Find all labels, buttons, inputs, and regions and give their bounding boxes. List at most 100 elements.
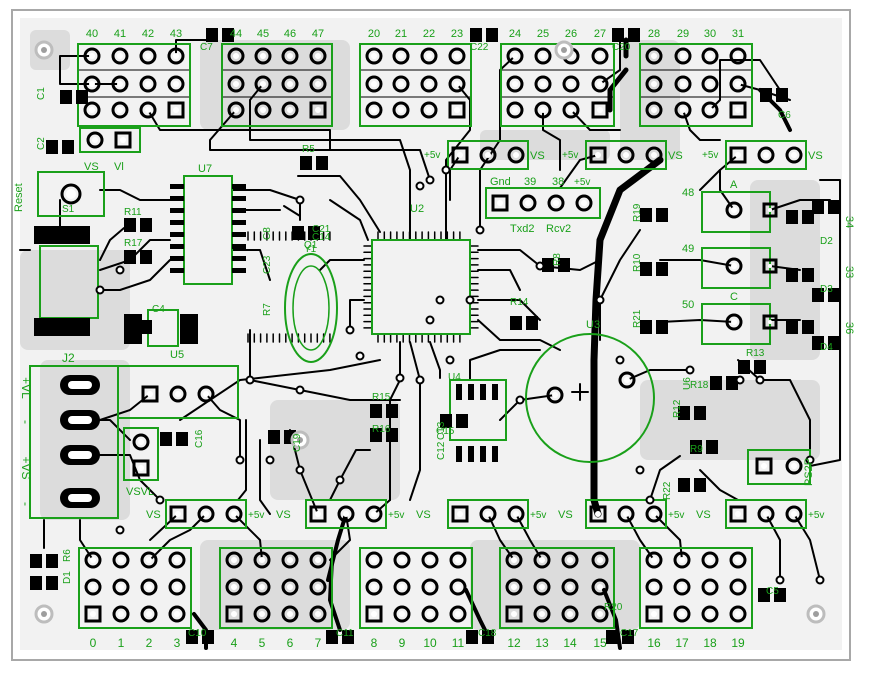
via (535, 261, 545, 271)
soic-pad (170, 268, 184, 273)
pad-hole (371, 584, 377, 590)
bottom-pin-number: 1 (118, 636, 125, 650)
header-pin (645, 551, 663, 569)
pad-hole (651, 584, 657, 590)
uart-rcv2: Rcv2 (546, 223, 571, 235)
pad-hole (763, 152, 769, 158)
bottom-connector-block-3 (499, 547, 615, 629)
pad-hole (371, 511, 377, 517)
component-label-c22: C22 (470, 42, 489, 53)
via (245, 375, 255, 385)
pad-hole (567, 611, 573, 617)
pad-hole (735, 53, 741, 59)
smd-pad (60, 90, 72, 104)
header-pin-square (645, 605, 663, 623)
header-pin-square (448, 101, 466, 119)
header-pin (168, 551, 186, 569)
signal-trace (373, 499, 391, 515)
signal-trace (429, 341, 441, 379)
smd-pad (46, 140, 58, 154)
smd-pad (828, 288, 840, 302)
pad-hole (595, 152, 601, 158)
dip-pad (468, 384, 474, 400)
smd-pad (656, 262, 668, 276)
pad-hole (315, 81, 321, 87)
header-pin (168, 578, 186, 596)
top-connector-block-0 (77, 43, 191, 127)
u4-dip (449, 379, 507, 441)
via (775, 575, 785, 585)
u5-pin (169, 385, 187, 403)
pad-hole (511, 584, 517, 590)
smd-pad (828, 200, 840, 214)
header-pin (505, 551, 523, 569)
component-label-r12: R12 (672, 399, 683, 418)
y1-label: Y1 (304, 244, 317, 255)
power-pin-square (309, 505, 327, 523)
signal-trace (329, 449, 371, 501)
terminal-slot-hole (68, 451, 92, 459)
bottom-pin-number: 16 (647, 636, 661, 650)
signal-trace (409, 341, 421, 501)
pin-33-label: 33 (843, 266, 855, 278)
pad-hole (707, 584, 713, 590)
c14-label: C14 (312, 232, 331, 243)
via (265, 455, 275, 465)
signal-trace (319, 259, 365, 271)
dip-pad (456, 384, 462, 400)
header-pin (140, 551, 158, 569)
pad-hole (233, 107, 239, 113)
via (465, 295, 475, 305)
pad-hole (581, 200, 587, 206)
header-pin (227, 47, 245, 65)
smd-pad (754, 360, 766, 374)
c15-label: C15 (436, 426, 455, 437)
mounting-hole-center (561, 47, 567, 53)
switch-pad (725, 313, 743, 331)
pad-hole (117, 81, 123, 87)
pad-hole (138, 439, 144, 445)
header-pin-square (365, 605, 383, 623)
pad-hole (679, 584, 685, 590)
signal-trace (659, 259, 735, 267)
power-header-strip (725, 140, 807, 170)
smd-pad (786, 320, 798, 334)
bottom-pin-number: 13 (535, 636, 549, 650)
dip-pad (456, 446, 462, 462)
smd-pad (186, 630, 198, 644)
pad-hole (512, 53, 518, 59)
bottom-pin-number: 6 (287, 636, 294, 650)
header-pin (281, 578, 299, 596)
pad-hole (145, 53, 151, 59)
soic-pad (170, 232, 184, 237)
pad-hole (315, 584, 321, 590)
pad-hole (287, 53, 293, 59)
header-pin (281, 605, 299, 623)
header-pin (393, 578, 411, 596)
pad-hole (231, 557, 237, 563)
mounting-hole-center (41, 47, 47, 53)
component-label-r8: R8 (552, 253, 563, 266)
signal-trace (149, 513, 179, 541)
big-smd-block (34, 318, 90, 336)
pad-hole (707, 611, 713, 617)
mounting-holes (34, 40, 826, 624)
uart-pin (519, 194, 537, 212)
signal-trace (297, 175, 381, 233)
plus5v-label: +5v (702, 150, 718, 161)
uart-header (485, 187, 601, 219)
pad-hole (680, 53, 686, 59)
plus5v-label: +5v (388, 510, 404, 521)
smd-pad (760, 88, 772, 102)
header-pin (365, 47, 383, 65)
vl-pin-label: Vl (114, 161, 124, 173)
s1-label: S1 (62, 204, 75, 215)
terminal-polarity-label: - (19, 502, 33, 506)
header-pin-gnd: Gnd (490, 176, 511, 188)
header-pin (561, 551, 579, 569)
pad-hole (791, 463, 797, 469)
power-pin (507, 505, 525, 523)
pad-hole (597, 53, 603, 59)
signal-trace (599, 229, 641, 341)
pad-hole (203, 511, 209, 517)
